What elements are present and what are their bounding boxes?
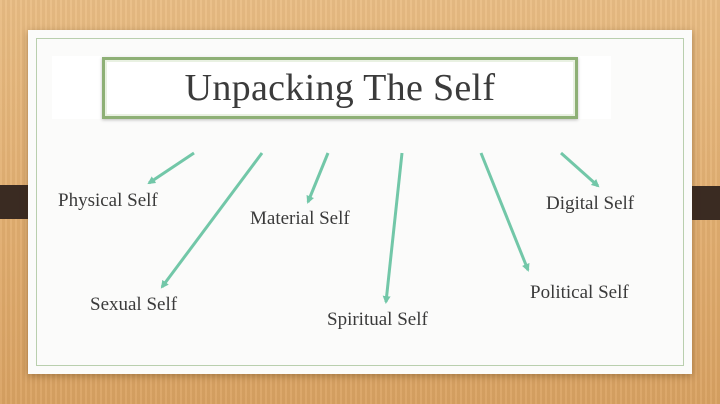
title-box: Unpacking The Self bbox=[102, 57, 578, 119]
node-sexual-self: Sexual Self bbox=[90, 294, 178, 315]
node-digital-self: Digital Self bbox=[546, 193, 635, 214]
node-political-self: Political Self bbox=[530, 282, 629, 303]
arrow-to-material bbox=[306, 152, 330, 204]
node-physical-self: Physical Self bbox=[58, 190, 158, 211]
arrow-to-digital bbox=[560, 151, 600, 188]
arrow-to-political bbox=[479, 152, 530, 272]
arrow-to-physical bbox=[147, 151, 195, 185]
diagram-title: Unpacking The Self bbox=[184, 67, 496, 109]
arrow-to-sexual bbox=[160, 152, 264, 289]
node-spiritual-self: Spiritual Self bbox=[327, 309, 428, 330]
node-material-self: Material Self bbox=[250, 208, 350, 229]
arrow-to-spiritual bbox=[382, 152, 404, 304]
